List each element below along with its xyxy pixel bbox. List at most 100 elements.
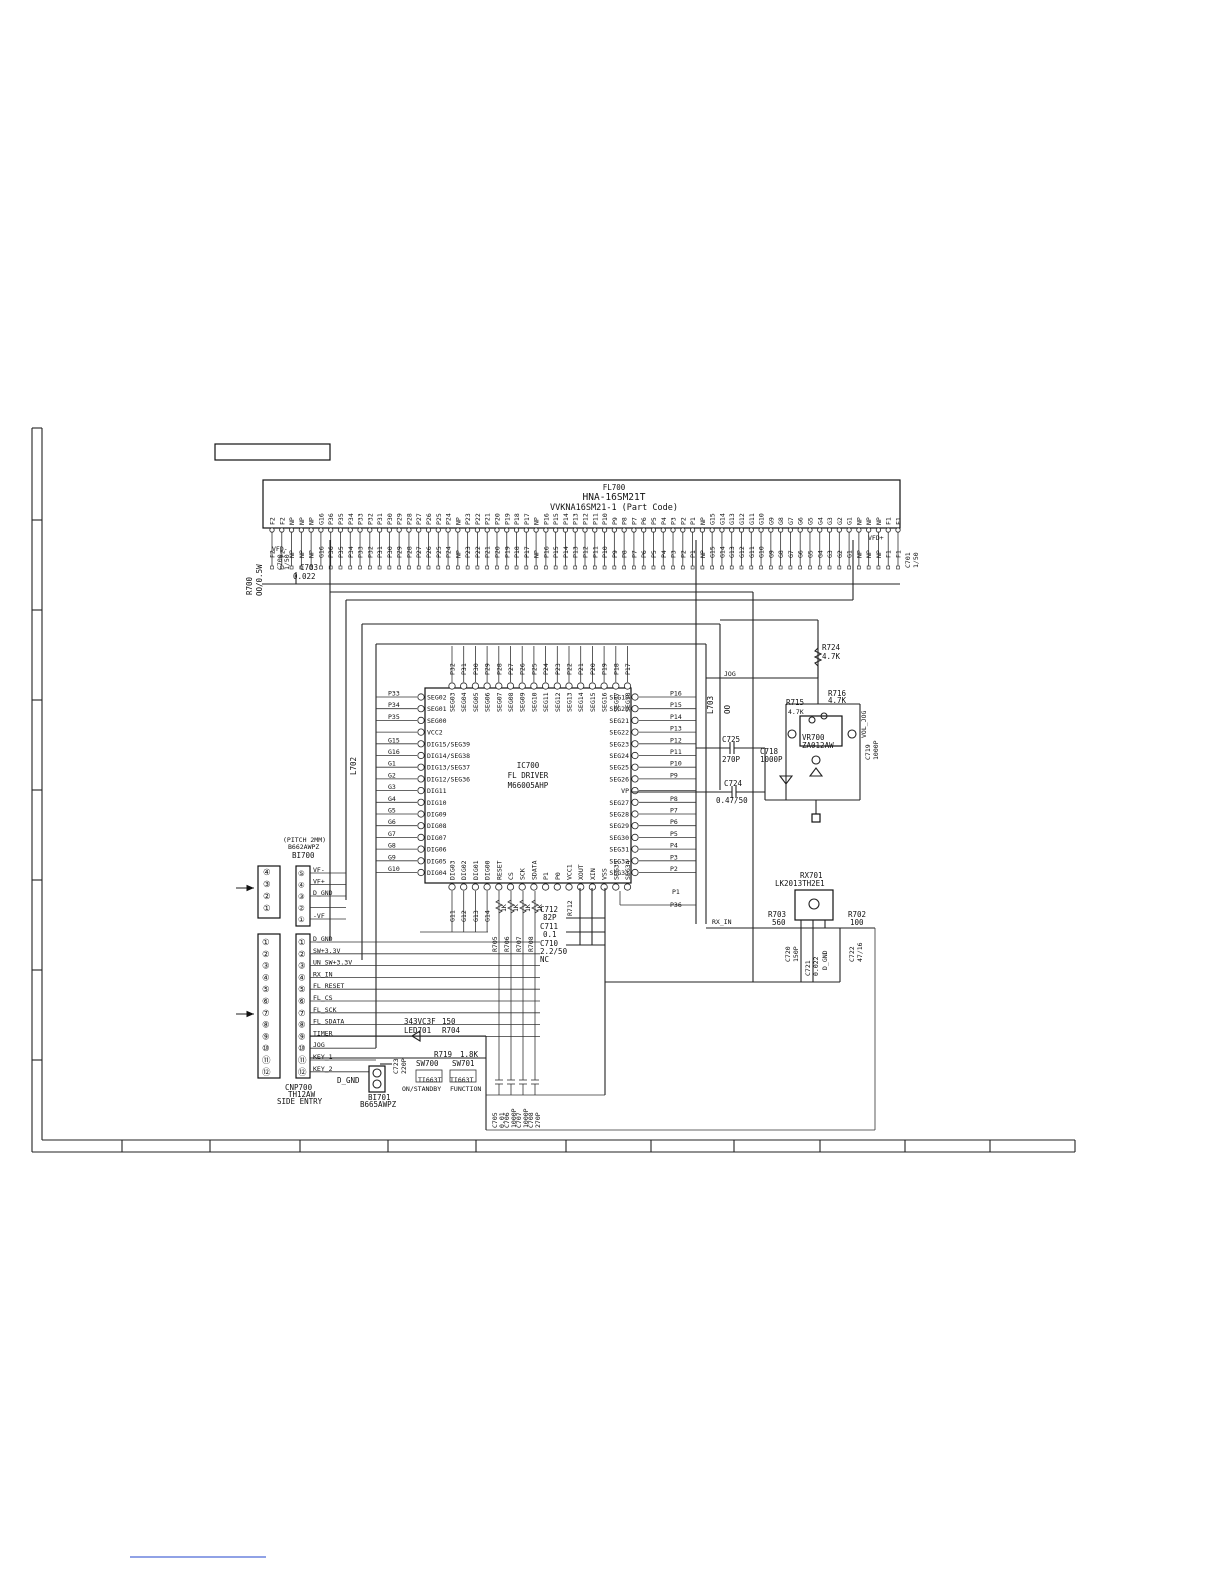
- svg-text:2.2/50: 2.2/50: [540, 947, 568, 956]
- fl-tube-model: HNA-16SM21T: [583, 492, 646, 503]
- ic-net-right-label: P6: [670, 818, 678, 826]
- fl-pin-label: P15: [552, 513, 560, 525]
- ic-net-left-label: G16: [388, 748, 400, 756]
- svg-text:4.7K: 4.7K: [788, 708, 804, 716]
- cnp700-right-pin: ④: [298, 973, 306, 983]
- fl-pin-label: P12: [582, 513, 590, 525]
- fl-tube-pins: F2F2F2F2NPNPNPNPNPNPG16G16P36P36P35P35P3…: [269, 513, 903, 570]
- ic-pin-left-label: DIG11: [427, 787, 447, 795]
- fl-pin-label: P8: [621, 517, 629, 525]
- l702-label: L702: [349, 757, 358, 775]
- l703-label: L703: [706, 696, 715, 714]
- fl-net-label: P26: [425, 546, 433, 558]
- c724: C724 0.47/50: [631, 779, 765, 805]
- rx701: RX701 LK2013TH2E1 R703 560 R702 100 C720…: [486, 871, 876, 1131]
- fl-net-label: P27: [415, 546, 423, 558]
- fl-net-label: NP: [533, 550, 541, 558]
- ic-pin-right-label: SEG22: [609, 729, 629, 737]
- ic-pin-top: [483, 682, 491, 690]
- resistor-label: R706: [503, 936, 511, 952]
- ic-net-right-label: P14: [670, 713, 682, 721]
- ic-pin-left-label: VCC2: [427, 729, 443, 737]
- fl-pin-label: G13: [728, 513, 736, 525]
- ic-pin-top: [565, 682, 573, 690]
- ic-pin-top-label: SEG18: [624, 692, 632, 712]
- ic-pin-bottom-label: VSS: [601, 868, 609, 880]
- fl-pin: [504, 527, 510, 533]
- svg-text:B665AWPZ: B665AWPZ: [360, 1100, 397, 1109]
- ic-net-right-label: P12: [670, 736, 682, 744]
- ic-net-left-label: G5: [388, 807, 396, 815]
- ic-pin-bottom: [565, 883, 573, 891]
- fl-pin-label: P28: [405, 513, 413, 525]
- svg-text:LK2013TH2E1: LK2013TH2E1: [775, 879, 825, 888]
- fl-pin: [601, 527, 608, 533]
- ic-pin-right: [631, 728, 639, 736]
- fl-net-label: NP: [865, 550, 873, 558]
- resistor-value: 1K: [524, 904, 532, 912]
- fl-pin-label: P25: [435, 513, 443, 525]
- cnp700-right-pin: ⑧: [298, 1021, 306, 1031]
- ic-pin-top: [518, 682, 526, 690]
- ic-pin-top-label: SEG12: [554, 692, 562, 712]
- ic-pin-bottom: [541, 883, 550, 891]
- svg-text:RX_IN: RX_IN: [712, 918, 732, 926]
- ic-pin-right-label: SEG23: [609, 740, 629, 748]
- vfd-plus-label: VFD+: [868, 534, 884, 542]
- fl-pin-label: P10: [601, 513, 609, 525]
- cnp700-right-pin: ②: [298, 950, 306, 960]
- fl-net-label: P20: [493, 546, 501, 558]
- ic-pin-top: [541, 682, 550, 690]
- fl-pin-label: P1: [689, 517, 697, 525]
- ic-pin-top-label: SEG06: [484, 692, 492, 712]
- fl-net-label: G6: [797, 550, 805, 558]
- cnp700-net-label: KEY_1: [313, 1053, 333, 1061]
- fl-net-label: P11: [591, 546, 599, 558]
- fl-pin: [465, 527, 471, 533]
- svg-text:0.47/50: 0.47/50: [716, 796, 748, 805]
- ic-pin-right-label: SEG28: [609, 811, 629, 819]
- ic-net-left-label: G3: [388, 783, 396, 791]
- cnp700-net-label: RX_IN: [313, 970, 333, 978]
- fl-net-label: P23: [464, 546, 472, 558]
- svg-text:TH12AW: TH12AW: [288, 1090, 316, 1099]
- svg-text:RX701: RX701: [800, 871, 823, 880]
- fl-pin-label: P26: [425, 513, 433, 525]
- fl-net-label: G9: [767, 550, 775, 558]
- ic-net-right-label: P3: [670, 853, 678, 861]
- fl-net-label: P34: [347, 546, 355, 558]
- svg-text:D_GND: D_GND: [337, 1076, 360, 1085]
- ic-pin-right-label: SEG25: [609, 764, 629, 772]
- ic-net-top-label: P29: [484, 663, 492, 675]
- cap-value: 1000P: [510, 1108, 518, 1128]
- svg-text:C712: C712: [540, 905, 558, 914]
- fl-pin: [641, 527, 647, 533]
- ic-pin-left: [417, 868, 425, 877]
- resistor-value: 1K: [512, 904, 520, 912]
- bi700-right-pin: ④: [298, 881, 305, 890]
- fl-pin: [279, 527, 285, 533]
- fl-pin-label: P34: [347, 513, 355, 525]
- bi700-right-pin: ③: [298, 892, 305, 901]
- ic-pin-left: [417, 740, 425, 748]
- ic-pin-bottom-label: DIG01: [472, 860, 480, 880]
- cnp700-net-label: FL_SCK: [313, 1006, 337, 1014]
- ic-net-right-label: P13: [670, 725, 682, 733]
- ic-pin-bottom-label: P1: [542, 872, 550, 880]
- fl-pin: [768, 527, 774, 533]
- ic-pin-top-label: SEG10: [530, 692, 538, 712]
- fl-pin: [836, 527, 842, 533]
- ic-pin-right-label: SEG21: [609, 717, 629, 725]
- fl-pin: [474, 527, 481, 533]
- fl-net-label: P10: [601, 546, 609, 558]
- bi700-net-label: VF-: [313, 866, 325, 874]
- cnp700-left-pin: ④: [262, 973, 270, 983]
- resistor-value: 1K: [536, 904, 544, 912]
- ic-pin-left: [417, 822, 425, 830]
- fl-pin-label: NP: [288, 517, 296, 525]
- c700-value: 1/50: [283, 554, 291, 570]
- fl-net-label: P2: [679, 550, 687, 558]
- svg-text:343VC3F: 343VC3F: [404, 1017, 436, 1026]
- fl-pin: [572, 527, 578, 533]
